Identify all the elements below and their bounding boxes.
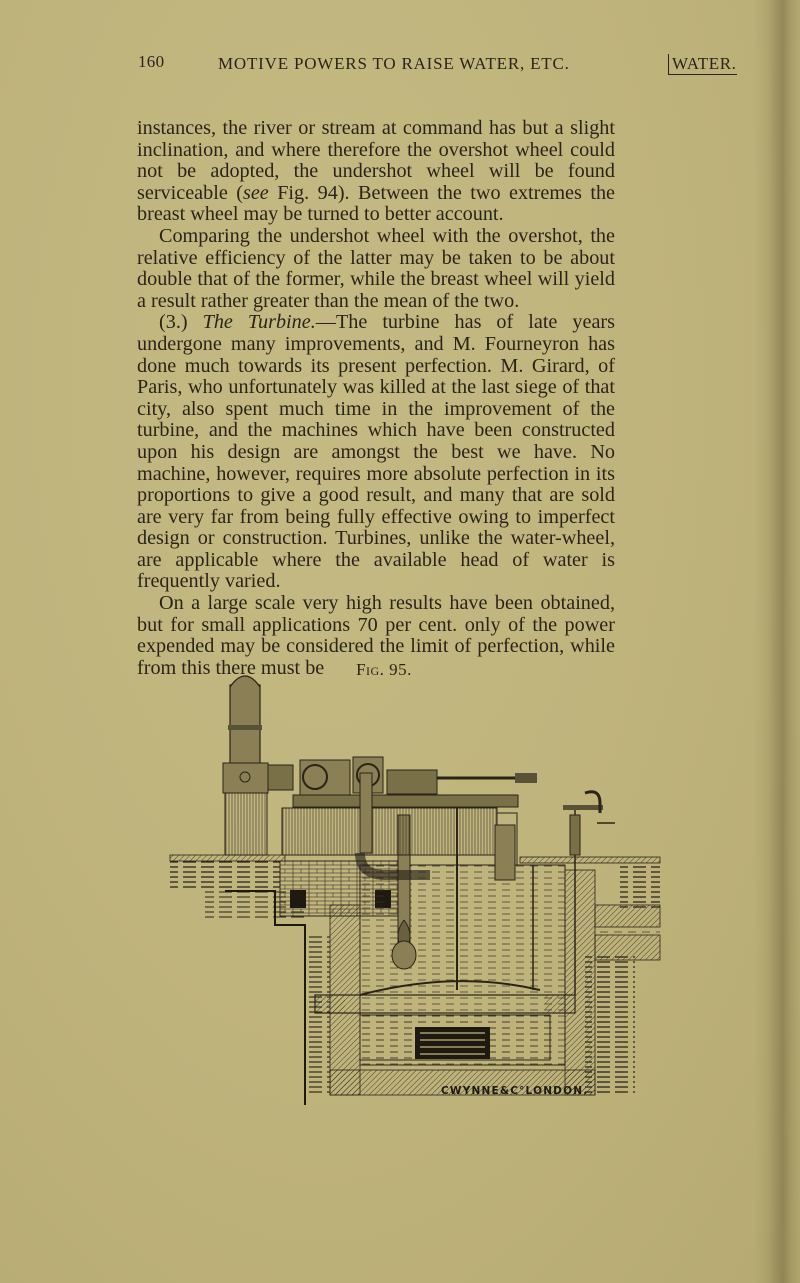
figure-caption: Fig. 95. xyxy=(356,660,412,679)
text-run: On a large scale very high results have … xyxy=(137,592,615,679)
body-text: instances, the river or stream at comman… xyxy=(137,117,615,679)
running-head: 160 MOTIVE POWERS TO RAISE WATER, ETC. W… xyxy=(138,52,762,82)
italic-text: see xyxy=(242,181,269,204)
text-run: instances, the river or stream at comman… xyxy=(137,117,615,204)
running-title: MOTIVE POWERS TO RAISE WATER, ETC. xyxy=(218,54,570,73)
body-paragraph: (3.) The Turbine.—The turbine has of lat… xyxy=(137,312,615,593)
book-gutter-shadow xyxy=(754,0,800,1283)
text-run: Comparing the undershot wheel with the o… xyxy=(137,224,615,312)
body-paragraph: instances, the river or stream at comman… xyxy=(137,117,615,226)
turbine-engraving xyxy=(165,665,665,1105)
section-tag: WATER. xyxy=(668,54,737,75)
body-paragraph: On a large scale very high results have … xyxy=(137,592,615,679)
text-run: —The turbine has of late years undergone… xyxy=(137,311,615,593)
text-run: Fig. 94). Between the two extremes the b… xyxy=(137,181,615,226)
body-paragraph: Comparing the undershot wheel with the o… xyxy=(137,224,615,312)
turbine-illustration xyxy=(169,675,661,1105)
page-number: 160 xyxy=(138,52,165,71)
italic-text: The Turbine. xyxy=(202,311,316,334)
text-run: (3.) xyxy=(159,311,203,334)
engraver-credit: CWYNNE&C°LONDON. xyxy=(441,1085,589,1097)
